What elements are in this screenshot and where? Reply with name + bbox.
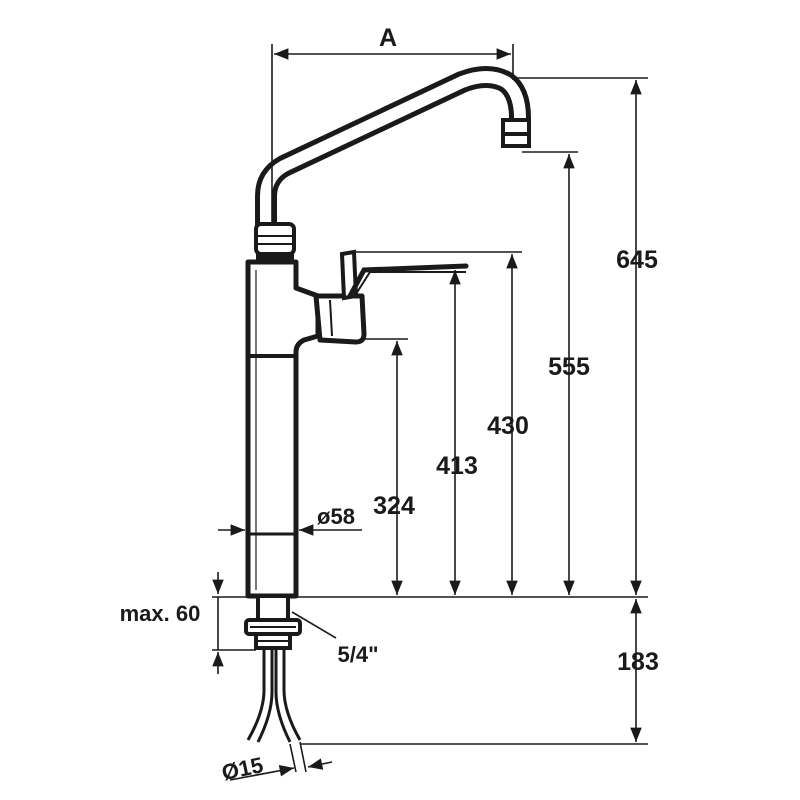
dim-thread-label: 5/4" — [337, 642, 378, 667]
dim-d58-label: ø58 — [317, 504, 355, 529]
valve-housing — [313, 293, 367, 345]
dim-413-label: 413 — [436, 452, 478, 480]
supply-hoses — [246, 648, 302, 743]
dim-555-label: 555 — [548, 353, 590, 381]
dim-d15-label: Ø15 — [219, 752, 265, 785]
dim-183: 183 — [300, 599, 659, 745]
dim-max60-label: max. 60 — [120, 601, 201, 626]
dim-555: 555 — [522, 151, 590, 595]
dim-413: 413 — [436, 270, 478, 595]
dim-645: 645 — [516, 77, 658, 595]
swivel-nut — [254, 222, 296, 262]
dim-324-label: 324 — [373, 492, 415, 520]
dim-645-label: 645 — [616, 246, 658, 274]
faucet-body — [244, 66, 531, 743]
spout — [255, 66, 531, 228]
dim-183-label: 183 — [617, 648, 659, 676]
mounting-shank — [244, 594, 302, 650]
dim-430-label: 430 — [487, 412, 529, 440]
dim-a-label: A — [379, 24, 397, 52]
column — [245, 259, 321, 599]
dim-430: 430 — [356, 251, 529, 595]
dim-thread: 5/4" — [291, 611, 379, 667]
dim-max60: max. 60 — [120, 572, 256, 674]
dim-324: 324 — [362, 338, 415, 595]
lever-handle — [339, 249, 469, 301]
dim-d58: ø58 — [218, 504, 362, 536]
dim-a: A — [271, 24, 514, 222]
dimensions: A 645 555 430 413 — [120, 24, 659, 785]
dim-d15: Ø15 — [219, 741, 333, 785]
